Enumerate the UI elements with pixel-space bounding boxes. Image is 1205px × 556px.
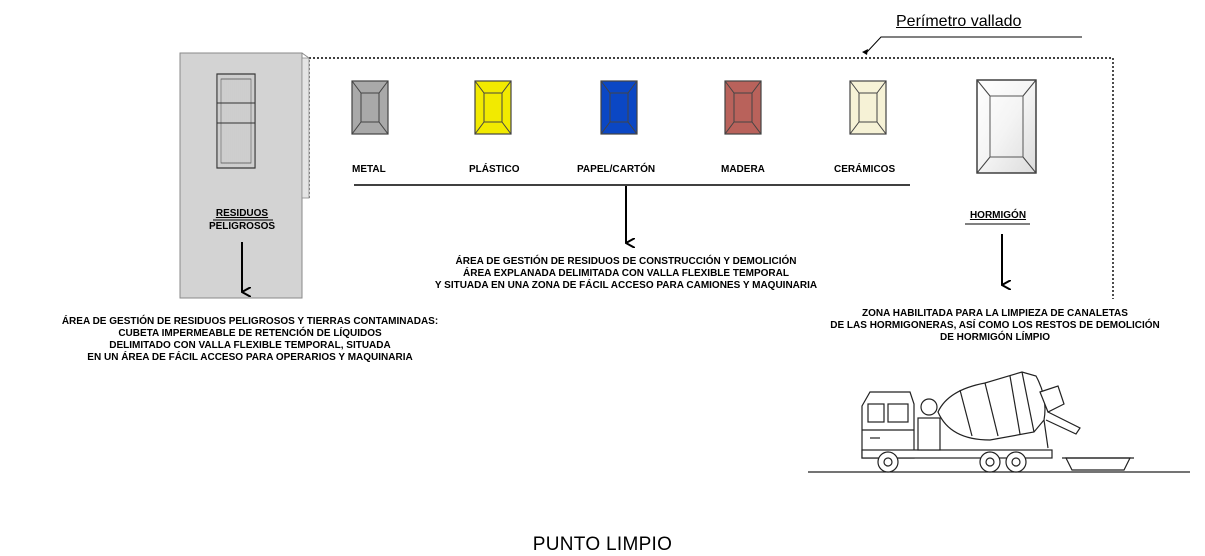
cdw-desc-line: Y SITUADA EN UNA ZONA DE FÁCIL ACCESO PA… (434, 280, 818, 291)
hazardous-label-line2: PELIGROSOS (208, 221, 276, 232)
perimeter-label: Perímetro vallado (896, 13, 1022, 30)
bin-label-paper-cardboard: PAPEL/CARTÓN (577, 164, 656, 175)
perimeter-leader (862, 36, 1082, 55)
page-title: PUNTO LIMPIO (532, 534, 673, 555)
concrete-mixer-truck-icon (808, 371, 1190, 473)
hazardous-desc-line: DELIMITADO CON VALLA FLEXIBLE TEMPORAL, … (109, 340, 391, 351)
cdw-desc-line: ÁREA DE GESTIÓN DE RESIDUOS DE CONSTRUCC… (455, 256, 797, 267)
hazardous-desc-line: CUBETA IMPERMEABLE DE RETENCIÓN DE LÍQUI… (118, 328, 382, 339)
bin-plastic-icon (474, 80, 512, 135)
hazardous-container-icon (216, 73, 256, 169)
hazardous-description: ÁREA DE GESTIÓN DE RESIDUOS PELIGROSOS Y… (0, 316, 500, 364)
bin-label-metal: METAL (352, 164, 386, 175)
bin-wood-icon (724, 80, 762, 135)
bin-paper-cardboard-icon (600, 80, 638, 135)
concrete-description: ZONA HABILITADA PARA LA LIMPIEZA DE CANA… (790, 308, 1200, 344)
cdw-desc-line: ÁREA EXPLANADA DELIMITADA CON VALLA FLEX… (463, 268, 789, 279)
cdw-description: ÁREA DE GESTIÓN DE RESIDUOS DE CONSTRUCC… (370, 256, 882, 292)
concrete-washout-icon (976, 79, 1037, 174)
hazardous-desc-line: EN UN ÁREA DE FÁCIL ACCESO PARA OPERARIO… (87, 352, 413, 363)
bin-label-wood: MADERA (721, 164, 765, 175)
bin-ceramics-icon (849, 80, 887, 135)
concrete-label: HORMIGÓN (969, 210, 1027, 221)
hazardous-desc-line: ÁREA DE GESTIÓN DE RESIDUOS PELIGROSOS Y… (61, 316, 439, 327)
concrete-desc-line: DE LAS HORMIGONERAS, ASÍ COMO LOS RESTOS… (830, 320, 1160, 331)
hazardous-label-line1: RESIDUOS (215, 208, 269, 219)
concrete-desc-line: ZONA HABILITADA PARA LA LIMPIEZA DE CANA… (862, 308, 1128, 319)
bin-label-plastic: PLÁSTICO (469, 164, 520, 175)
bin-metal-icon (351, 80, 389, 135)
concrete-desc-line: DE HORMIGÓN LÍMPIO (940, 332, 1050, 343)
bin-label-ceramics: CERÁMICOS (834, 164, 896, 175)
